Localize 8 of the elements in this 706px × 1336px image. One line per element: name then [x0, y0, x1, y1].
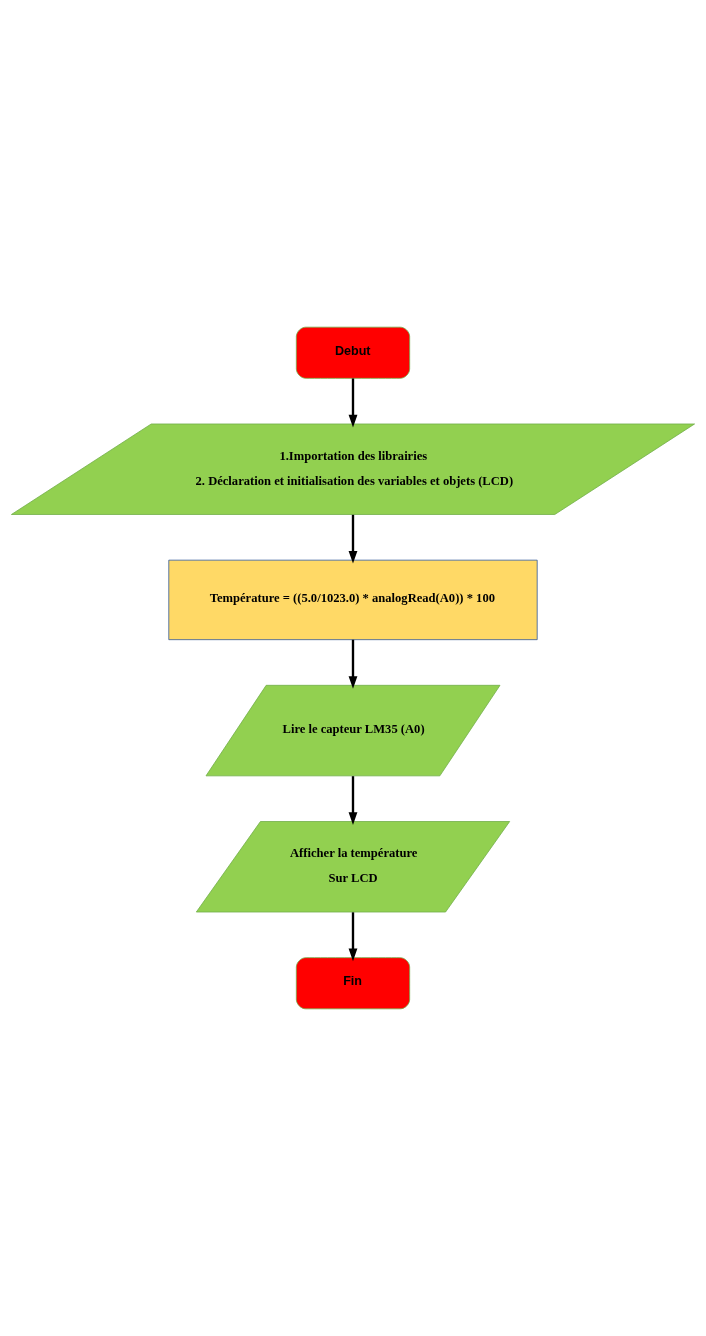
node-box: Debut: [295, 326, 411, 379]
arrow: [348, 912, 358, 962]
arrow: [348, 378, 358, 428]
node-box: Température = ((5.0/1023.0) * analogRead(A0)) * 100: [168, 559, 538, 641]
node-box: Fin: [295, 957, 411, 1010]
arrow: [348, 514, 358, 564]
arrow: [348, 639, 358, 689]
arrow: [348, 776, 358, 825]
